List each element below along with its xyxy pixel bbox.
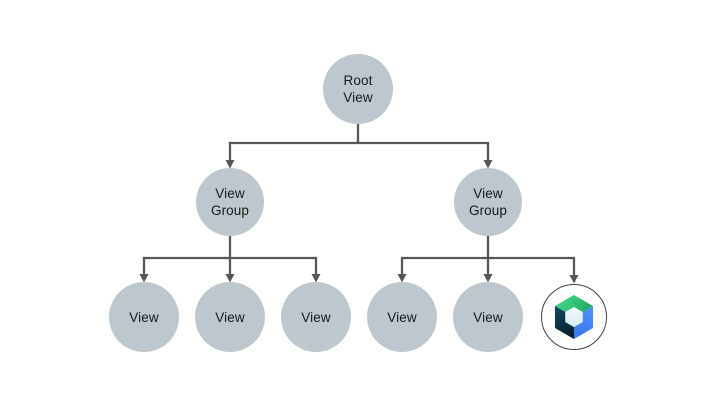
compose-cube-left-face (554, 306, 574, 339)
node-view-2: View (195, 282, 265, 352)
node-view-3: View (281, 282, 351, 352)
compose-cube-right-face (574, 306, 594, 339)
node-label: View (301, 309, 331, 325)
node-label: View (129, 309, 159, 325)
node-label: View Group (210, 186, 250, 218)
node-viewgroup-left: View Group (196, 168, 264, 236)
arrowhead-compose (569, 275, 579, 284)
node-view-1: View (109, 282, 179, 352)
node-label: View Group (468, 186, 508, 218)
node-label: Root View (343, 73, 373, 105)
node-label: View (387, 309, 417, 325)
node-label: View (473, 309, 503, 325)
node-view-4: View (367, 282, 437, 352)
jetpack-compose-icon (554, 295, 594, 339)
node-compose (541, 284, 607, 350)
node-view-5: View (453, 282, 523, 352)
compose-cube-center-hexagon (565, 307, 583, 327)
node-root-view: Root View (323, 54, 393, 124)
compose-cube-top-face (554, 295, 594, 312)
node-viewgroup-right: View Group (454, 168, 522, 236)
node-label: View (215, 309, 245, 325)
